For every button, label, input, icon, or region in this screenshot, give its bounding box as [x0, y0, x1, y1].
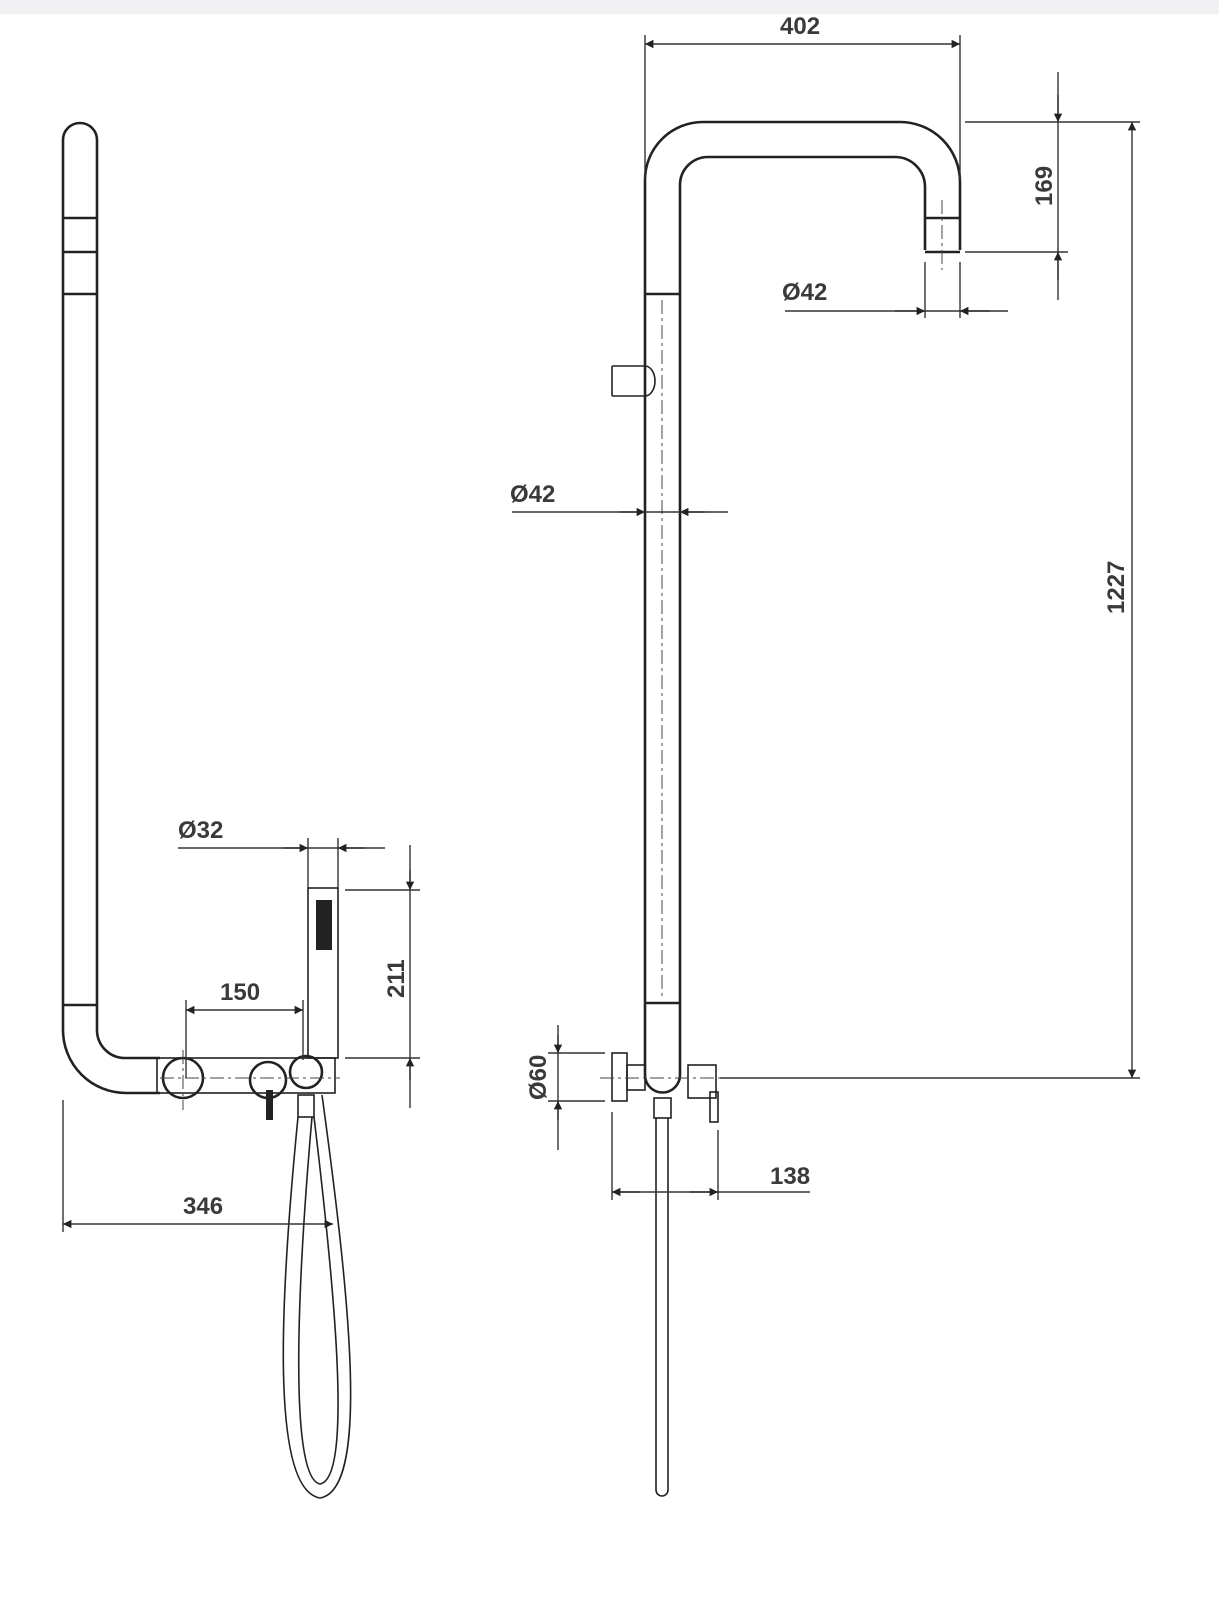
- dim-mixer-projection: 138: [611, 1112, 810, 1200]
- dim-label-column-diameter: Ø42: [510, 481, 555, 508]
- dim-label-head-drop: 169: [1031, 166, 1058, 206]
- dim-pipe-diameter-left: Ø32: [178, 817, 385, 888]
- right-fixture: [600, 120, 962, 1497]
- shower-column: [643, 120, 962, 1060]
- mixer-right: [687, 1064, 717, 1099]
- mixer-body: [156, 1057, 336, 1094]
- dim-total-width: 346: [62, 1100, 333, 1232]
- left-riser-pipe: [61, 121, 160, 1095]
- mixer-cup: [643, 1060, 682, 1094]
- dim-mixer-diameter: Ø60: [525, 1025, 605, 1150]
- dim-label-handshower-height: 211: [383, 959, 410, 998]
- dim-valve-spacing: 150: [185, 979, 304, 1078]
- dim-column-height: 1227: [720, 121, 1140, 1079]
- dim-column-diameter: Ø42: [510, 481, 728, 517]
- left-fixture: [61, 121, 352, 1499]
- dim-label-pipe-diameter: Ø32: [178, 817, 223, 844]
- dim-arm-reach: 402: [644, 13, 961, 180]
- dim-head-drop: 169: [965, 72, 1068, 300]
- wall-flange: [611, 1052, 628, 1102]
- dim-label-total-width: 346: [183, 1193, 223, 1220]
- dim-handshower-height: 211: [345, 845, 420, 1108]
- dim-head-diameter: Ø42: [782, 262, 1008, 318]
- mixer-lever-right: [709, 1091, 719, 1123]
- dim-label-mixer-diameter: Ø60: [525, 1055, 552, 1100]
- dim-label-valve-spacing: 150: [220, 979, 260, 1006]
- dim-label-column-height: 1227: [1103, 561, 1130, 614]
- top-band: [0, 0, 1219, 14]
- dim-label-head-diameter: Ø42: [782, 279, 827, 306]
- hose-holder: [611, 365, 656, 397]
- dim-label-mixer-projection: 138: [770, 1163, 810, 1190]
- mixer-lever: [266, 1090, 273, 1120]
- hand-shower: [307, 887, 339, 1059]
- shower-hose: [282, 1094, 352, 1499]
- dim-label-arm-reach: 402: [780, 13, 820, 40]
- hose-right: [655, 1118, 669, 1497]
